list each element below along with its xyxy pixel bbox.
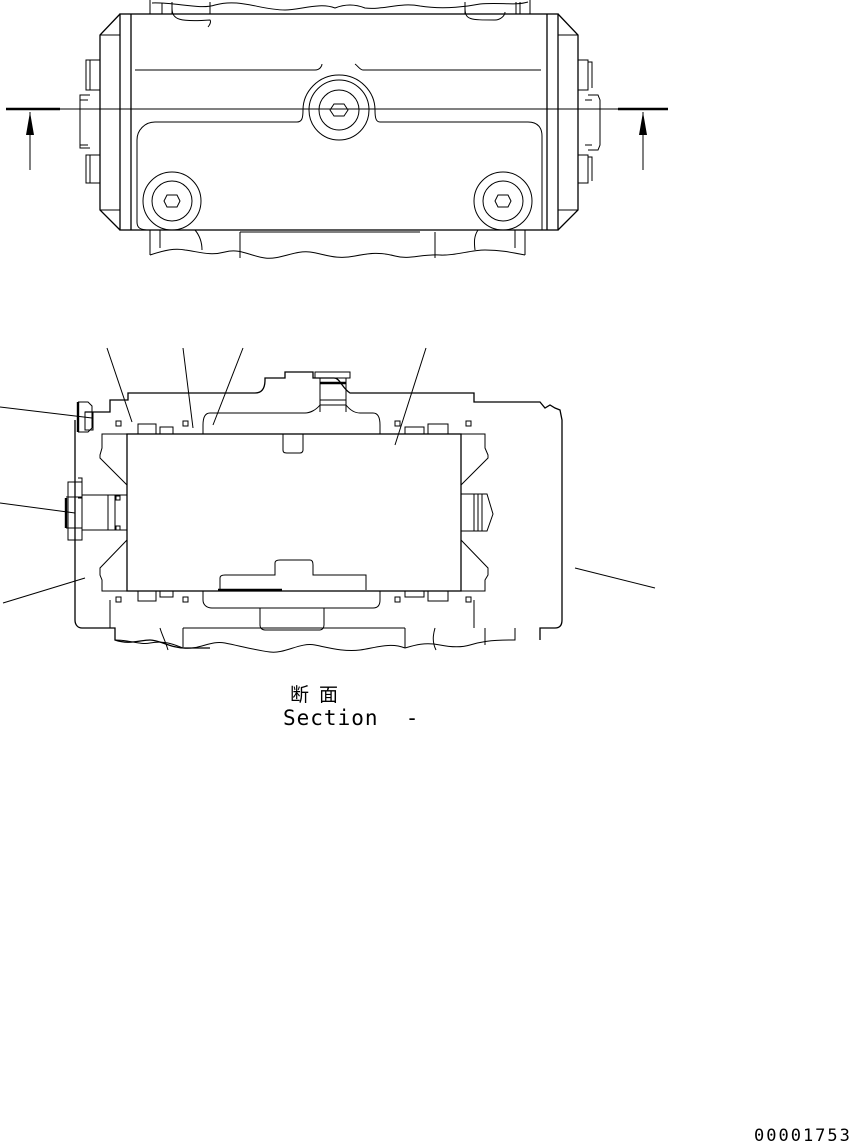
leader-lines-left [0, 406, 93, 604]
leader-line-right [574, 567, 656, 589]
leader-lines-top [106, 347, 427, 446]
top-view [6, 0, 668, 259]
section-view [0, 347, 656, 653]
drawing-number: 00001753 [754, 1126, 850, 1146]
section-caption-japanese: 断面 [290, 684, 349, 706]
section-caption-english: Section - [283, 706, 420, 730]
